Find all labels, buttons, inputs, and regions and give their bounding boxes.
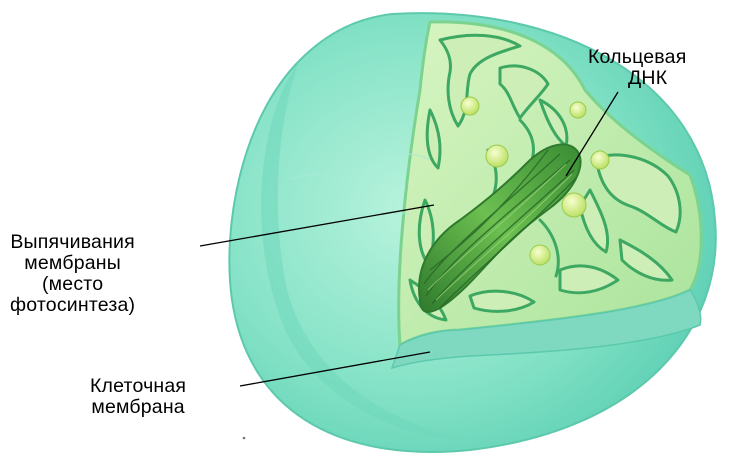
label-cell-membrane: Клеточная мембрана bbox=[90, 376, 186, 418]
label-membrane-folds-line3: (место bbox=[10, 274, 135, 295]
label-ring-dna-line2: ДНК bbox=[588, 68, 686, 89]
label-membrane-folds-line4: фотосинтеза) bbox=[10, 295, 135, 316]
speck-dot bbox=[243, 437, 246, 440]
label-cell-membrane-line1: Клеточная bbox=[90, 376, 186, 397]
label-membrane-folds: Выпячивания мембраны (место фотосинтеза) bbox=[10, 232, 135, 316]
label-membrane-folds-line1: Выпячивания bbox=[10, 232, 135, 253]
label-membrane-folds-line2: мембраны bbox=[10, 253, 135, 274]
label-ring-dna-line1: Кольцевая bbox=[588, 47, 686, 68]
label-cell-membrane-line2: мембрана bbox=[90, 397, 186, 418]
label-ring-dna: Кольцевая ДНК bbox=[588, 47, 686, 89]
